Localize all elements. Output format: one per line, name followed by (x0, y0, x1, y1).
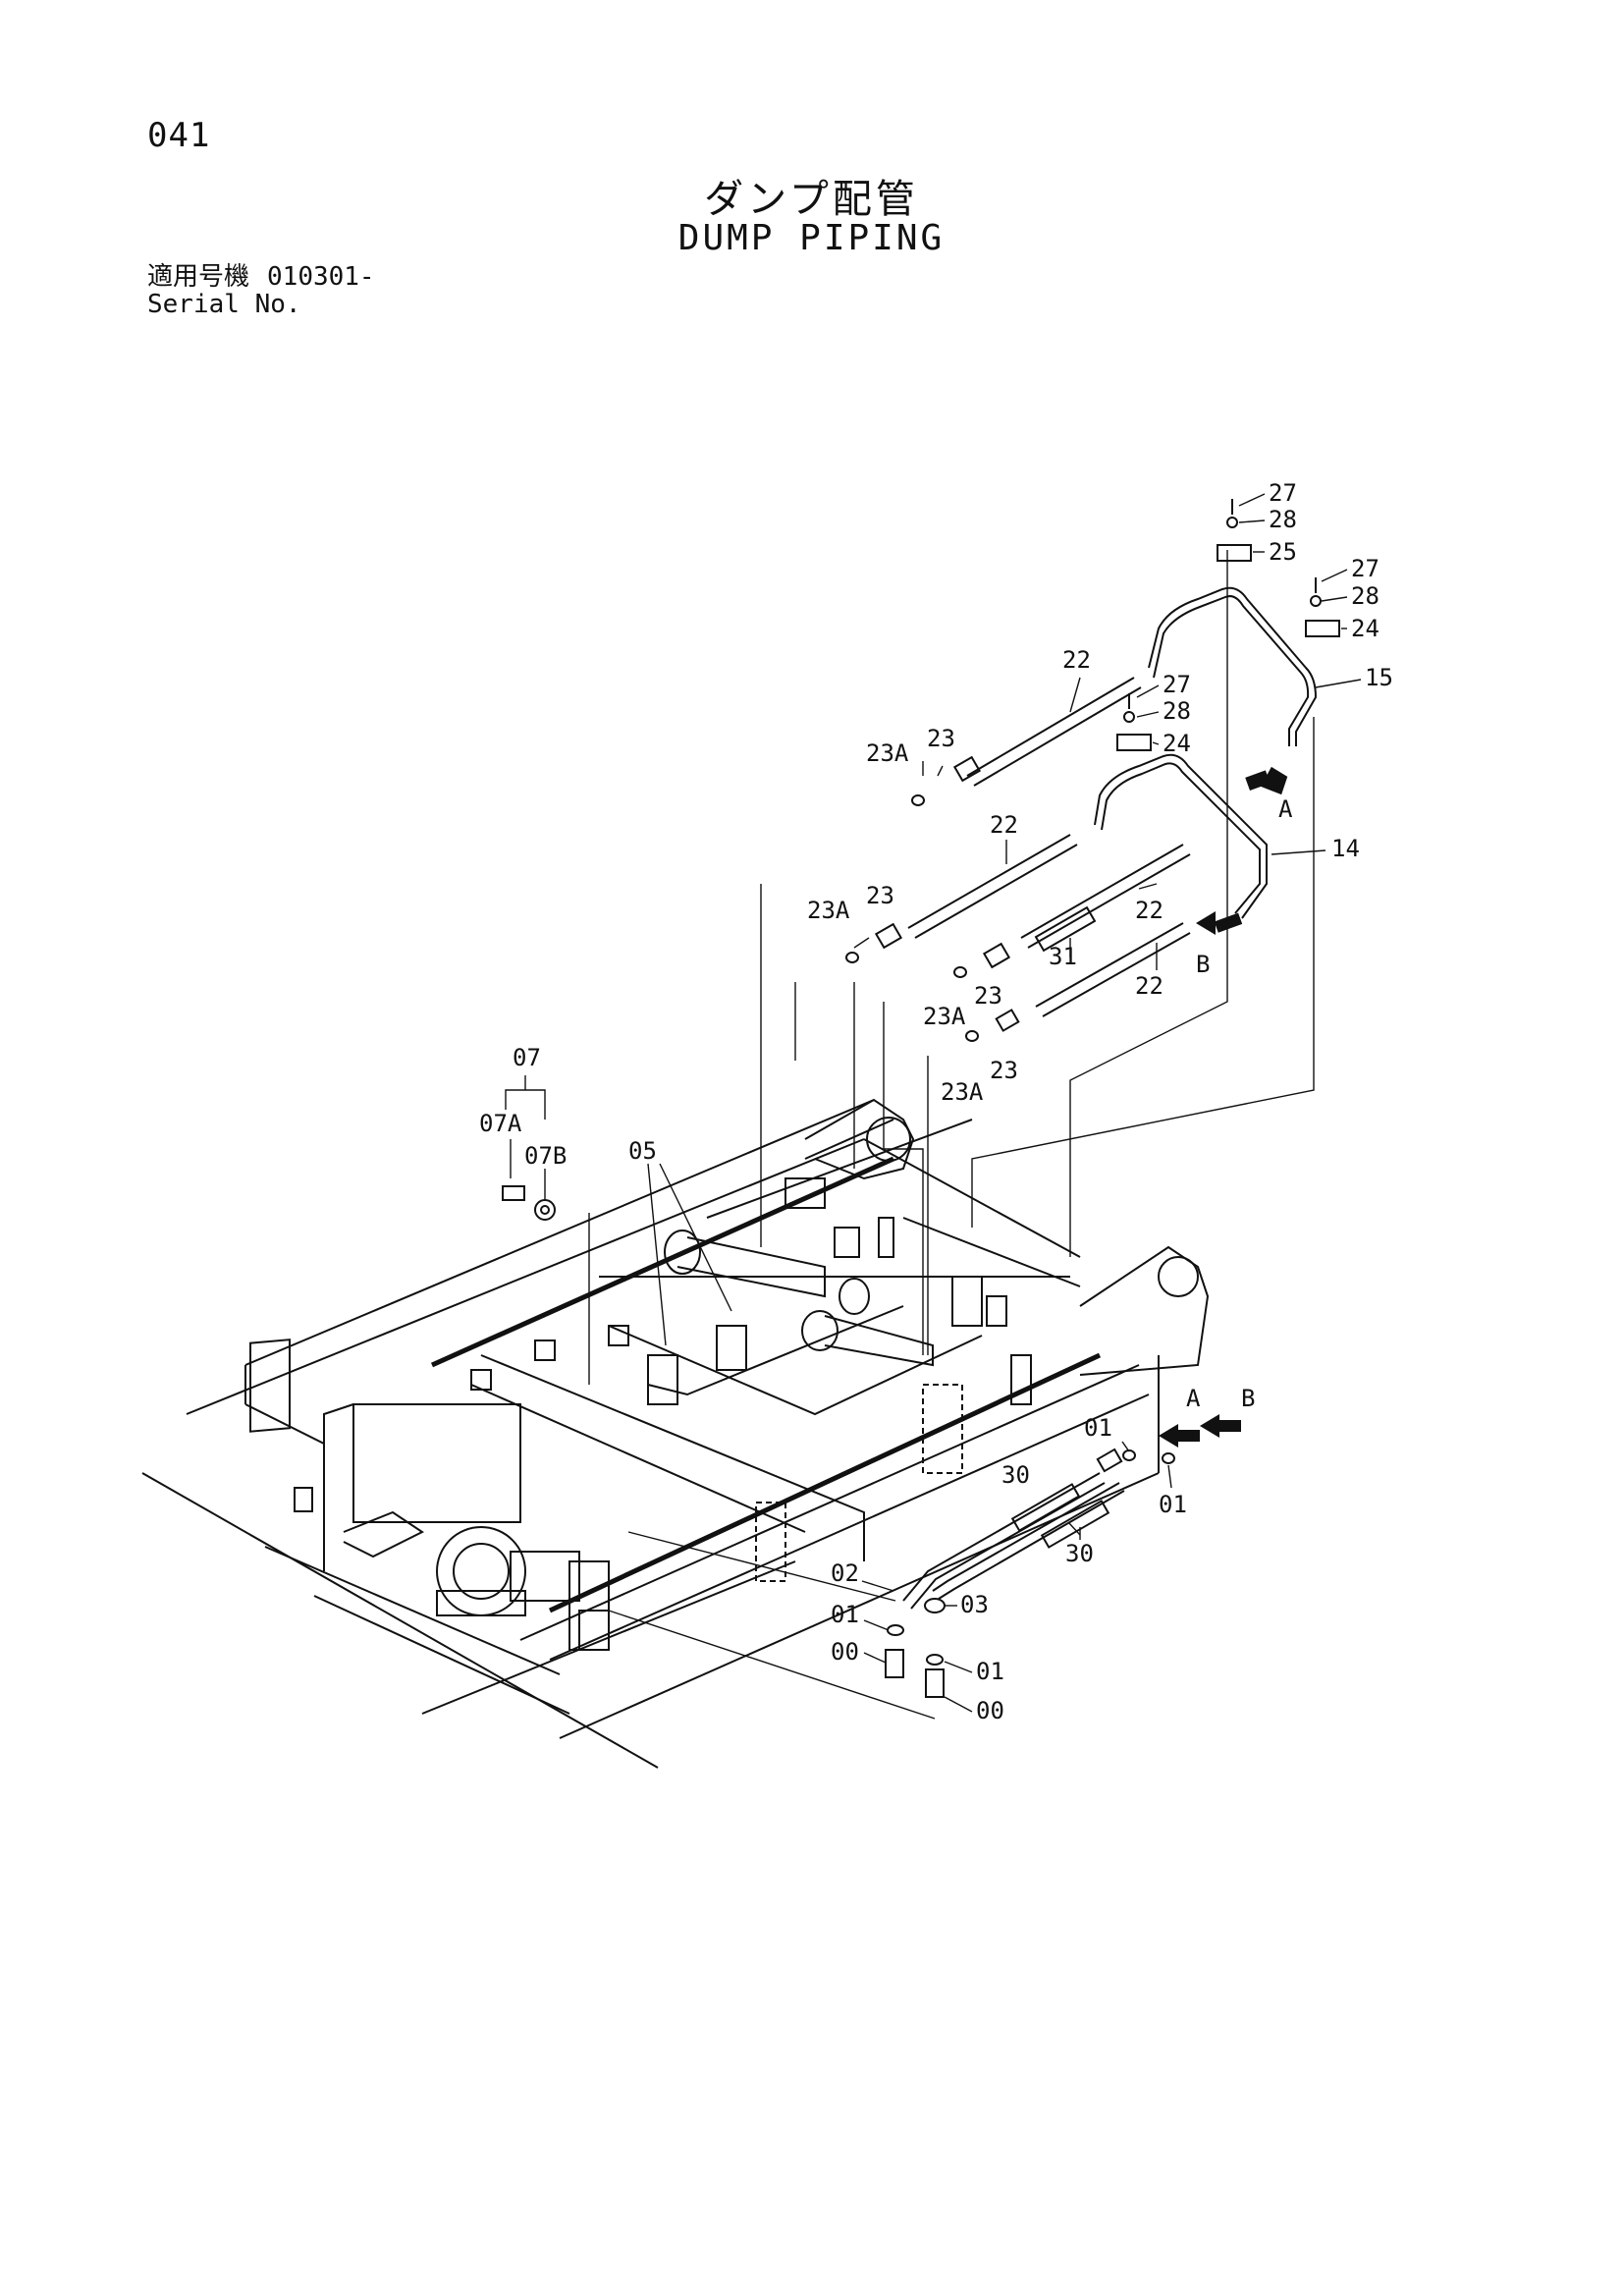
callout-24c: 24 (1163, 730, 1191, 757)
callout-23Ac: 23A (923, 1003, 966, 1030)
callout-05: 05 (628, 1137, 657, 1165)
callout-27a: 27 (1269, 479, 1297, 507)
callout-00a: 00 (831, 1638, 859, 1666)
page-number: 041 (147, 116, 211, 155)
callout-23Ad: 23A (941, 1078, 984, 1106)
callout-23Ab: 23A (807, 897, 850, 924)
callout-23a: 23 (927, 725, 955, 752)
title-japanese: ダンプ配管 (704, 177, 919, 222)
callout-28a: 28 (1269, 506, 1297, 533)
callout-03: 03 (960, 1591, 989, 1618)
callout-28b: 28 (1351, 582, 1380, 610)
callout-07A: 07A (479, 1110, 522, 1137)
callout-22a: 22 (1062, 646, 1091, 674)
frame-structure (141, 1098, 1210, 1769)
callout-07: 07 (513, 1044, 541, 1071)
callout-28c: 28 (1163, 697, 1191, 725)
callout-15: 15 (1365, 664, 1393, 691)
callout-A2: A (1186, 1385, 1201, 1412)
callout-14: 14 (1331, 835, 1360, 862)
callout-22d: 22 (1135, 972, 1163, 1000)
callout-30a: 30 (1001, 1461, 1030, 1489)
serial-label-en: Serial No. (147, 290, 301, 319)
callout-27b: 27 (1351, 555, 1380, 582)
callout-22b: 22 (990, 811, 1018, 839)
callout-25: 25 (1269, 538, 1297, 566)
direction-arrows (1159, 766, 1288, 1448)
serial-info: 適用号機 010301- Serial No. (147, 263, 375, 318)
callout-02: 02 (831, 1559, 859, 1587)
callout-07-bracket (505, 493, 1362, 1713)
callout-24b: 24 (1351, 615, 1380, 642)
callout-30b: 30 (1065, 1540, 1094, 1567)
callout-B1: B (1196, 951, 1210, 978)
callout-31: 31 (1049, 943, 1077, 970)
callout-23c: 23 (974, 982, 1002, 1010)
callout-22c: 22 (1135, 897, 1163, 924)
serial-label-jp: 適用号機 (147, 262, 250, 292)
callout-23Aa: 23A (866, 739, 909, 767)
callout-23b: 23 (866, 882, 894, 909)
title-english: DUMP PIPING (677, 218, 946, 258)
callout-labels: 27 28 25 27 28 24 15 22 27 28 24 23 23A … (479, 479, 1393, 1724)
fittings (502, 499, 1340, 1698)
callout-01b: 01 (1159, 1491, 1187, 1518)
callout-A1: A (1278, 795, 1293, 823)
callout-B2: B (1241, 1385, 1255, 1412)
callout-01c: 01 (831, 1601, 859, 1628)
callout-00b: 00 (976, 1697, 1004, 1724)
callout-01d: 01 (976, 1658, 1004, 1685)
callout-07B: 07B (524, 1142, 567, 1170)
hose-protectors (1010, 905, 1110, 1549)
serial-value: 010301- (267, 262, 375, 292)
callout-23d: 23 (990, 1057, 1018, 1084)
piping (902, 586, 1318, 1610)
callout-27c: 27 (1163, 671, 1191, 698)
callout-01a: 01 (1084, 1414, 1112, 1442)
